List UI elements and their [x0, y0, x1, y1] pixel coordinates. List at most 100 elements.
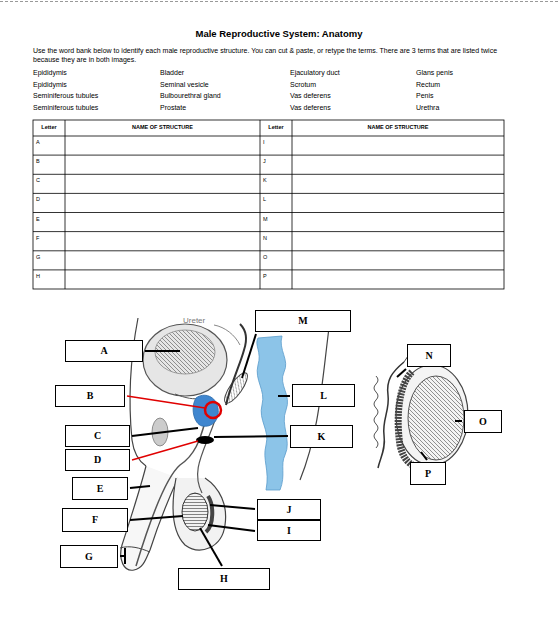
- word-bank-term: Bulbourethral gland: [160, 92, 221, 100]
- label-box: G: [60, 545, 118, 568]
- page-title: Male Reproductive System: Anatomy: [0, 29, 558, 40]
- label-letter: M: [298, 316, 307, 326]
- structure-label: Ureter: [183, 316, 205, 325]
- wavy-duct: [374, 376, 378, 448]
- drawing-part: [214, 436, 288, 437]
- drawing-part: [278, 395, 290, 397]
- ruler-line: [0, 1, 558, 2]
- drawing-part: [65, 120, 66, 289]
- label-box: D: [65, 449, 130, 471]
- label-box: I: [257, 520, 321, 541]
- table-letter: I: [263, 139, 265, 145]
- word-bank-term: Scrotum: [290, 81, 316, 89]
- table-grid: [33, 120, 504, 289]
- table-letter: B: [36, 158, 40, 164]
- drawing-part: [397, 369, 406, 377]
- rectum-shape: [257, 336, 288, 490]
- drawing-part: [33, 193, 504, 194]
- label-letter: P: [425, 469, 431, 479]
- label-box: A: [65, 340, 143, 362]
- drawing-part: [33, 231, 504, 232]
- label-letter: B: [87, 391, 94, 401]
- table-letter: G: [36, 254, 40, 260]
- label-box: O: [464, 410, 502, 433]
- table-letter: P: [263, 273, 267, 279]
- label-letter: D: [94, 455, 101, 465]
- scrotum-outline: [173, 478, 226, 550]
- vas-deferens-detail: [378, 362, 404, 468]
- label-box: F: [62, 508, 128, 532]
- drawing-part: [260, 120, 261, 289]
- label-letter: I: [287, 526, 291, 536]
- table-letter: M: [263, 216, 268, 222]
- label-box: C: [65, 425, 130, 447]
- label-box: P: [410, 462, 446, 485]
- word-bank-term: Urethra: [416, 104, 439, 112]
- red-leader: [127, 396, 205, 408]
- word-bank-term: Penis: [416, 92, 434, 100]
- leader-lines: [120, 334, 462, 566]
- label-letter: E: [97, 484, 104, 494]
- label-letter: G: [85, 552, 93, 562]
- drawing-part: [130, 516, 183, 520]
- table-letter: F: [36, 235, 39, 241]
- word-bank-term: Ejaculatory duct: [290, 69, 340, 77]
- drawing-part: [33, 136, 504, 137]
- drawing-part: [130, 486, 150, 488]
- drawing-part: [120, 548, 125, 564]
- bladder-shape: [143, 324, 227, 396]
- instructions: Use the word bank below to identify each…: [33, 47, 511, 65]
- label-letter: A: [100, 346, 107, 356]
- testis-detail: [408, 376, 464, 460]
- label-box: E: [72, 477, 128, 500]
- table-header: Letter: [260, 124, 292, 130]
- word-bank-term: Prostate: [160, 104, 186, 112]
- drawing-part: [33, 250, 504, 251]
- word-bank-term: Glans penis: [416, 69, 453, 77]
- drawing-part: [210, 505, 255, 509]
- table-letter: O: [263, 254, 267, 260]
- word-bank-term: Rectum: [416, 81, 440, 89]
- label-letter: J: [287, 505, 292, 515]
- table-letter: C: [36, 177, 40, 183]
- drawing-part: [242, 334, 256, 378]
- label-box: L: [292, 384, 355, 407]
- word-bank-term: Epididymis: [33, 69, 67, 77]
- drawing-part: [208, 525, 255, 531]
- table-header: Letter: [33, 124, 65, 130]
- table-header: NAME OF STRUCTURE: [292, 124, 504, 130]
- drawing-part: [33, 212, 504, 213]
- label-box: M: [255, 310, 351, 332]
- epididymis-detail: [398, 372, 420, 466]
- label-box: J: [257, 499, 321, 520]
- label-letter: O: [479, 417, 487, 427]
- label-letter: N: [425, 351, 432, 361]
- drawing-part: [200, 528, 222, 566]
- label-letter: L: [320, 391, 327, 401]
- label-box: K: [290, 425, 353, 448]
- word-bank-term: Bladder: [160, 69, 184, 77]
- word-bank-term: Vas deferens: [290, 92, 331, 100]
- drawing-part: [33, 155, 504, 156]
- table-header: NAME OF STRUCTURE: [65, 124, 260, 130]
- table-letter: A: [36, 139, 40, 145]
- table-letter: D: [36, 196, 40, 202]
- word-bank-term: Seminiferous tubules: [33, 104, 98, 112]
- testis-shape: [182, 493, 208, 531]
- drawing-part: [421, 452, 427, 460]
- word-bank-term: Seminal vesicle: [160, 81, 209, 89]
- table-letter: K: [263, 177, 267, 183]
- gland-shape: [196, 436, 214, 444]
- drawing-part: [33, 120, 504, 289]
- word-bank-term: Epididymis: [33, 81, 67, 89]
- epididymis-shape: [206, 496, 212, 532]
- table-letter: L: [263, 196, 266, 202]
- ureter-line: [214, 325, 240, 345]
- drawing-part: [145, 350, 180, 352]
- drawing-part: [292, 120, 293, 289]
- red-leader: [132, 441, 198, 460]
- table-letter: E: [36, 216, 40, 222]
- table-letter: J: [263, 158, 266, 164]
- label-letter: F: [92, 515, 98, 525]
